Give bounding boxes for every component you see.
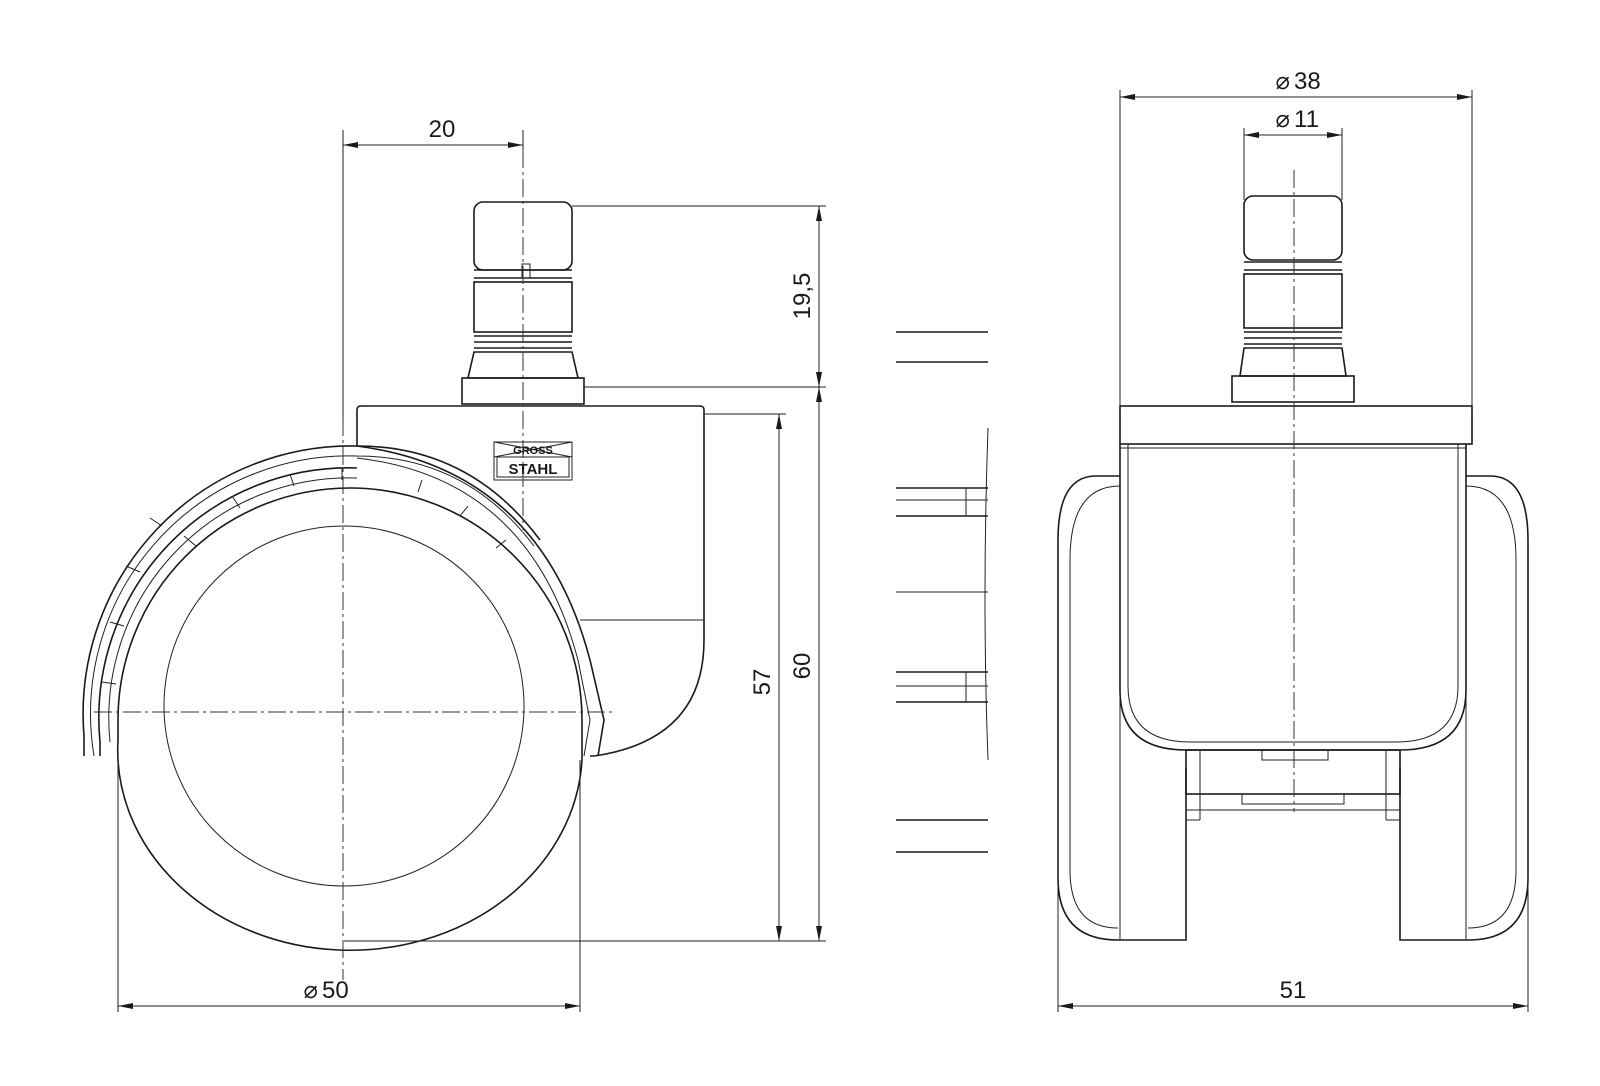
dim-total-height-label: 60 bbox=[789, 653, 816, 680]
dim-body-height-label: 57 bbox=[749, 669, 776, 696]
dim-stem-height-label: 19,5 bbox=[789, 273, 816, 320]
gross-stahl-logo: GROSS STAHL bbox=[493, 441, 573, 481]
dim-wheel-diameter: ⌀ 50 bbox=[117, 740, 581, 1012]
dim-total-width-label: 51 bbox=[1280, 977, 1307, 1004]
logo-line2: STAHL bbox=[509, 461, 558, 478]
front-view: ⌀ 38 ⌀ 11 51 bbox=[1057, 68, 1529, 1012]
dim-body-height: 57 bbox=[344, 413, 786, 942]
diameter-symbol-housing: ⌀ bbox=[1276, 68, 1290, 95]
dim-total-width: 51 bbox=[1057, 760, 1529, 1012]
logo-line1: GROSS bbox=[513, 445, 553, 457]
dim-stem-height: 19,5 bbox=[572, 205, 826, 388]
dim-total-height: 60 bbox=[786, 387, 826, 942]
dim-wheel-diameter-label: 50 bbox=[322, 977, 349, 1004]
dim-top-width: 20 bbox=[342, 116, 524, 418]
wheel-hood-side bbox=[82, 445, 605, 757]
diameter-symbol-wheel: ⌀ bbox=[304, 977, 318, 1004]
side-view: GROSS STAHL bbox=[82, 116, 826, 1012]
dim-stem-diameter-label: 11 bbox=[1294, 106, 1319, 133]
wheel-side bbox=[116, 487, 583, 952]
dim-stem-diameter: ⌀ 11 bbox=[1243, 106, 1343, 200]
middle-section-view bbox=[896, 331, 989, 853]
housing-front bbox=[1119, 405, 1473, 761]
diameter-symbol-stem: ⌀ bbox=[1276, 106, 1290, 133]
dim-housing-diameter-label: 38 bbox=[1294, 68, 1321, 95]
axle-bracket-front bbox=[1185, 749, 1401, 821]
dim-housing-diameter: ⌀ 38 bbox=[1119, 68, 1473, 410]
housing-side bbox=[356, 405, 705, 757]
dim-top-width-label: 20 bbox=[429, 116, 456, 143]
stem-front bbox=[1231, 195, 1355, 403]
